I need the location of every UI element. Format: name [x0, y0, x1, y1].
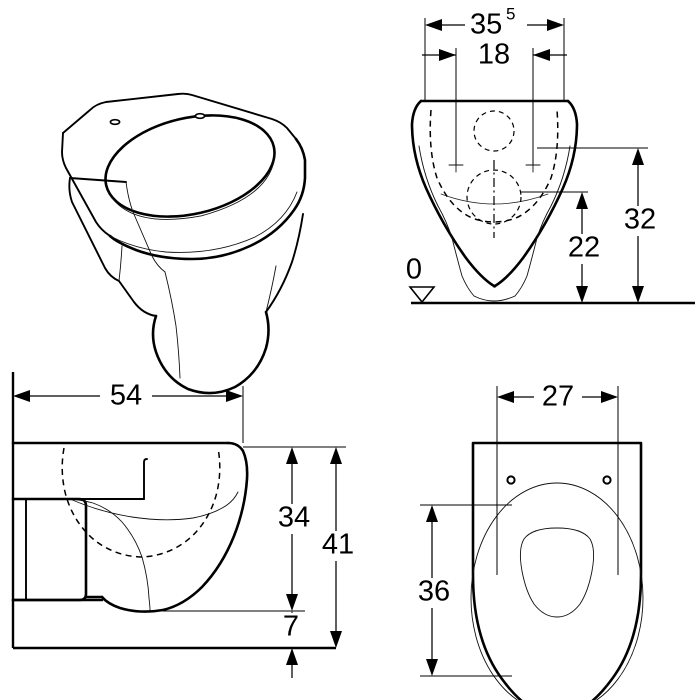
arrow-36-bottom	[426, 659, 438, 676]
iso-skirt-left	[118, 280, 157, 317]
iso-bolt-hole-right	[194, 112, 206, 120]
arrow-32-top	[632, 148, 644, 165]
iso-body-left-crease	[118, 245, 123, 282]
arrow-41-top	[330, 447, 342, 464]
label-mask-27	[534, 383, 582, 412]
arrow-18-right	[533, 49, 550, 61]
arrow-36-top	[426, 505, 438, 522]
dim-label-34: 34	[278, 502, 310, 534]
side-inner-bowl-left	[69, 498, 151, 611]
dim-label-35: 35	[470, 9, 502, 41]
top-plan-view: 27 36	[412, 381, 644, 700]
iso-pedestal-bottom	[151, 310, 270, 395]
arrow-35-right	[547, 19, 564, 31]
side-bowl-front-edge	[161, 441, 249, 612]
side-flush-channel-vertical	[143, 458, 148, 500]
arrow-27-right	[601, 391, 618, 403]
top-pan-outer-outline	[471, 441, 643, 700]
side-pan-bottom	[100, 595, 165, 613]
dimension-side-height-34: 34	[163, 446, 316, 612]
label-mask-22	[562, 234, 606, 264]
dimension-front-overall-width: 35 5	[424, 4, 565, 100]
top-bolt-hole-right	[602, 475, 612, 485]
arrow-54-right	[226, 390, 243, 402]
side-hidden-bowl-arc	[61, 447, 221, 558]
arrow-32-bottom	[632, 286, 644, 303]
dim-label-36: 36	[418, 576, 450, 608]
dim-label-22: 22	[568, 232, 600, 264]
iso-bowl-rim-inner-thin	[107, 152, 276, 220]
arrow-18-left	[439, 49, 456, 61]
dimension-side-height-7: 7	[274, 611, 314, 678]
front-hidden-flush-circle	[473, 110, 515, 152]
iso-bowl-opening	[104, 114, 276, 218]
arrow-34-bottom	[286, 594, 298, 611]
label-mask-34	[272, 504, 316, 534]
top-inner-aperture	[519, 527, 595, 618]
dim-label-18: 18	[478, 39, 510, 71]
iso-left-side-edge	[61, 132, 111, 237]
label-mask-35	[465, 10, 527, 40]
front-inner-skirt-bottom	[473, 295, 516, 302]
datum-zero-label: 0	[406, 254, 422, 286]
arrow-22-bottom	[576, 286, 588, 303]
dimension-side-height-41: 41	[292, 446, 360, 648]
arrow-35-left	[425, 19, 442, 31]
front-right-body-edge	[493, 99, 579, 288]
label-mask-36	[412, 578, 456, 608]
arrow-27-left	[497, 391, 514, 403]
front-left-body-edge	[410, 99, 496, 288]
iso-bowl-rim-outer	[108, 137, 307, 261]
dim-label-35-superscript: 5	[506, 4, 515, 23]
iso-skirt-crease-b	[265, 265, 277, 313]
label-mask-18	[473, 41, 517, 70]
datum-triangle-marker	[408, 286, 436, 304]
dimension-front-height-32: 32	[537, 147, 662, 303]
dimension-top-length-36: 36	[412, 504, 512, 677]
dim-label-54: 54	[110, 380, 142, 412]
front-left-inner-skirt	[418, 145, 475, 297]
top-bolt-hole-left	[506, 475, 516, 485]
front-right-inner-skirt	[514, 145, 571, 297]
iso-body-right-edge	[265, 213, 304, 313]
arrow-7-bottom	[286, 648, 298, 665]
dim-label-27: 27	[542, 381, 574, 413]
arrow-34-top	[286, 447, 298, 464]
iso-top-rear-edge	[62, 92, 297, 140]
dimension-front-height-22: 22	[520, 191, 606, 303]
dim-label-32: 32	[624, 204, 656, 236]
iso-bolt-hole-left	[109, 118, 121, 126]
dim-label-41: 41	[322, 529, 354, 561]
front-elevation-view: 0 35 5 18	[406, 4, 695, 305]
iso-underrim-line	[109, 191, 298, 253]
side-section-view: 54 34 41 7	[11, 372, 360, 678]
side-inner-ledge-line	[69, 498, 228, 521]
arrow-54-left	[13, 390, 30, 402]
label-mask-54	[100, 382, 152, 411]
dimension-front-bolt-spacing: 18	[422, 39, 567, 165]
front-hidden-outlet-circle	[466, 169, 522, 225]
top-seat-opening-oval	[470, 482, 644, 700]
iso-recess-left	[68, 177, 120, 282]
label-mask-41	[316, 531, 360, 561]
label-mask-7	[274, 613, 314, 643]
iso-recess-inner	[125, 181, 166, 273]
label-mask-32	[618, 206, 662, 236]
dimension-top-bolt-spacing-27: 27	[496, 381, 619, 575]
dim-label-7: 7	[283, 611, 299, 643]
dimension-side-projection-54: 54	[13, 380, 244, 443]
front-bottom-nose	[492, 284, 497, 288]
arrow-41-bottom	[330, 631, 342, 648]
side-inner-ledge-right	[226, 491, 239, 506]
front-hidden-bowl-curve	[429, 109, 559, 223]
iso-skirt-crease-a	[164, 271, 181, 379]
isometric-perspective-view	[61, 92, 307, 395]
arrow-22-top	[576, 192, 588, 209]
iso-recess-top	[69, 177, 127, 183]
